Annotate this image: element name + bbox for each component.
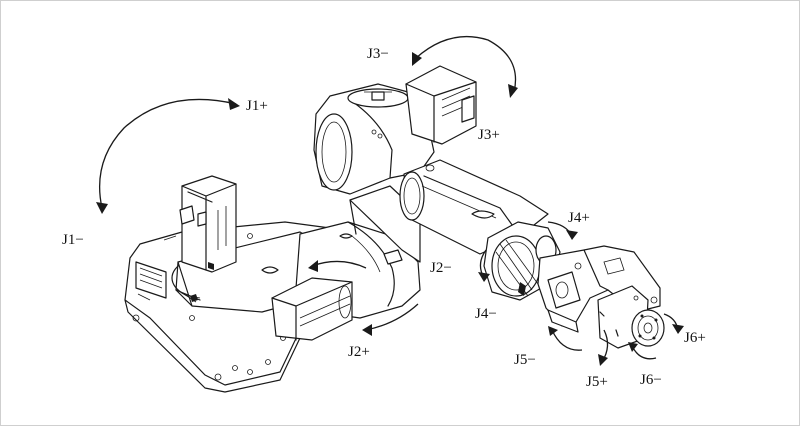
label-j2-minus: J2− [430,260,452,276]
label-j2-plus: J2+ [348,344,370,360]
label-j4-plus: J4+ [568,210,590,226]
wrist-j6 [597,285,665,349]
label-j6-plus: J6+ [684,330,706,346]
j4-rotation-arrow [478,221,578,282]
label-j5-minus: J5− [514,352,536,368]
j1-rotation-arrow [96,98,240,214]
j3-rotation-arrow [412,35,518,98]
j5-rotation-arrow [548,326,609,366]
j2-rotation-arrow [308,260,419,336]
j1-motor [179,175,237,273]
label-j1-plus: J1+ [246,98,268,114]
label-j4-minus: J4− [475,306,497,322]
j3-motor [405,65,477,145]
elbow-housing [313,83,435,195]
label-j6-minus: J6− [640,372,662,388]
label-j5-plus: J5+ [586,374,608,390]
j2-motor [271,277,353,341]
label-j3-plus: J3+ [478,127,500,143]
j6-rotation-arrow [628,313,684,360]
label-j1-minus: J1− [62,232,84,248]
label-j3-minus: J3− [367,46,389,62]
